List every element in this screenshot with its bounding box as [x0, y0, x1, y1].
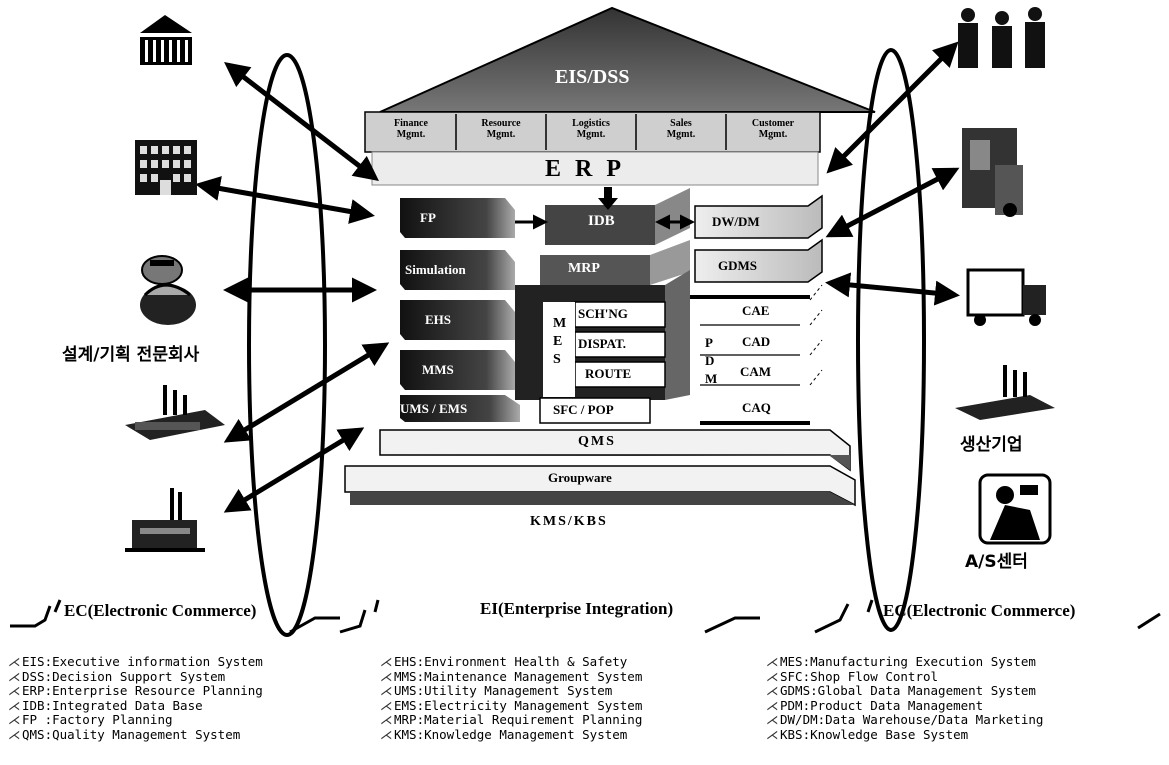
factory-icon-left-1	[125, 385, 225, 440]
factory-icon-right	[955, 365, 1055, 420]
left-item-fp: FP	[420, 210, 436, 225]
mrp-label: MRP	[568, 261, 600, 276]
legend-item: ⋌QMS:Quality Management System	[8, 726, 241, 742]
service-center-label: A/S센터	[965, 552, 1028, 572]
mes-letters: M E S	[553, 316, 567, 367]
left-item-mms: MMS	[422, 362, 454, 377]
government-building-icon	[140, 15, 192, 65]
banner-ec-right: EC(Electronic Commerce)	[883, 601, 1076, 620]
pdm-letters: P D M	[705, 335, 718, 386]
left-item-ums-ems: UMS / EMS	[400, 401, 468, 416]
legend-item: ⋌PDM:Product Data Management	[766, 697, 984, 713]
left-item-simulation: Simulation	[405, 262, 466, 277]
left-stack-slabs	[400, 198, 520, 422]
legend-item: ⋌FP :Factory Planning	[8, 712, 173, 728]
mgmt-finance: Finance Mgmt.	[394, 118, 428, 140]
mgmt-customer: Customer Mgmt.	[751, 118, 795, 140]
legend-item: ⋌MES:Manufacturing Execution System	[766, 654, 1036, 669]
qms-band-label: QMS	[578, 434, 616, 449]
mgmt-logistics: Logistics Mgmt.	[572, 118, 610, 140]
groupware-band-label: Groupware	[548, 470, 612, 485]
eis-dss-title: EIS/DSS	[555, 66, 630, 88]
business-handshake-icon	[958, 7, 1045, 68]
idb-label: IDB	[588, 213, 615, 229]
bottom-bands	[344, 429, 856, 507]
office-building-icon	[135, 140, 197, 195]
legend-column-2: ⋌EHS:Environment Health & Safety ⋌MMS:Ma…	[380, 654, 643, 743]
banner-rules	[10, 599, 1161, 634]
legend-item: ⋌EIS:Executive information System	[8, 654, 263, 669]
manufacturer-label: 생산기업	[960, 435, 1023, 455]
right-item-cam: CAM	[740, 364, 772, 379]
mgmt-sales: Sales Mgmt.	[666, 118, 696, 140]
kms-kbs-label: KMS/KBS	[530, 514, 608, 529]
sfc-pop-label: SFC / POP	[553, 402, 614, 417]
legend-item: ⋌EHS:Environment Health & Safety	[380, 654, 628, 669]
right-arrows	[825, 41, 960, 306]
legend-item: ⋌GDMS:Global Data Management System	[766, 683, 1036, 699]
right-item-gdms: GDMS	[718, 258, 757, 273]
mes-box-scheduling: SCH'NG	[578, 306, 628, 321]
mes-box-route: ROUTE	[585, 366, 632, 381]
mgmt-band	[364, 111, 821, 153]
legend-item: ⋌KMS:Knowledge Management System	[380, 726, 628, 742]
right-item-caq: CAQ	[742, 400, 771, 415]
right-stack-slabs	[690, 194, 823, 425]
legend-item: ⋌ERP:Enterprise Resource Planning	[8, 683, 263, 699]
right-item-cad: CAD	[742, 334, 771, 349]
service-technician-icon	[978, 473, 1052, 545]
legend-item: ⋌KBS:Knowledge Base System	[766, 726, 969, 742]
design-firm-label: 설계/기획 전문회사	[62, 345, 200, 365]
mes-box-dispatch: DISPAT.	[578, 336, 627, 351]
erp-band	[371, 151, 819, 186]
machinery-icon	[962, 128, 1023, 217]
factory-icon-left-2	[125, 488, 205, 552]
legend-item: ⋌UMS:Utility Management System	[380, 683, 613, 699]
truck-icon	[966, 268, 1046, 326]
designer-worker-icon	[140, 255, 196, 325]
left-arrows	[195, 61, 390, 513]
right-ellipse	[856, 48, 926, 632]
left-ellipse	[247, 53, 327, 637]
banner-ec-left: EC(Electronic Commerce)	[64, 601, 257, 620]
legend-item: ⋌DW/DM:Data Warehouse/Data Marketing	[766, 712, 1044, 728]
left-item-ehs: EHS	[425, 312, 452, 327]
erp-label: E R P	[545, 156, 625, 182]
roof	[379, 6, 876, 113]
banner-ei: EI(Enterprise Integration)	[480, 599, 674, 618]
right-item-cae: CAE	[742, 303, 770, 318]
legend-item: ⋌IDB:Integrated Data Base	[8, 697, 203, 713]
core-block	[515, 188, 690, 424]
legend-item: ⋌MRP:Material Requirement Planning	[380, 712, 643, 728]
legend-item: ⋌SFC:Shop Flow Control	[766, 668, 939, 684]
legend-item: ⋌MMS:Maintenance Management System	[380, 668, 643, 684]
legend-column-1: ⋌EIS:Executive information System ⋌DSS:D…	[8, 654, 263, 743]
right-item-dw-dm: DW/DM	[712, 214, 760, 229]
mgmt-resource: Resource Mgmt.	[481, 118, 521, 140]
legend-item: ⋌DSS:Decision Support System	[8, 668, 226, 684]
legend-column-3: ⋌MES:Manufacturing Execution System ⋌SFC…	[766, 654, 1044, 743]
legend-item: ⋌EMS:Electricity Management System	[380, 697, 643, 713]
